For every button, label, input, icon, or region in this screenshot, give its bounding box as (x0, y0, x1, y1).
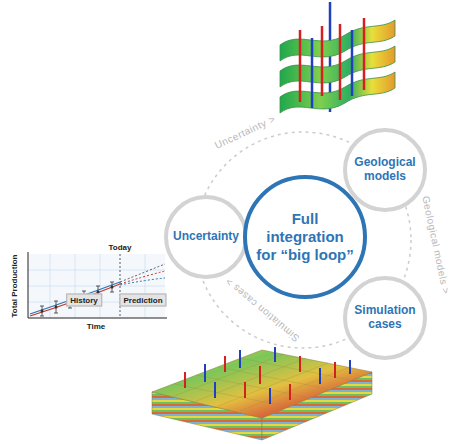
well (321, 26, 324, 96)
chart-label: Prediction (119, 294, 166, 307)
chart-label: Total Production (10, 255, 19, 318)
topic-circle: Uncertainty (164, 195, 248, 279)
chart-label: Today (109, 243, 132, 252)
node-label: Geological models (352, 156, 418, 184)
wells (185, 356, 335, 400)
curve (30, 282, 120, 314)
forecast (120, 264, 165, 282)
wells (205, 347, 350, 404)
well (363, 18, 366, 90)
well (311, 38, 314, 108)
node-label: Uncertainty (173, 230, 239, 244)
grid-lines (174, 354, 350, 411)
reservoir-grid (152, 347, 372, 440)
topic-circle: Simulation cases (343, 276, 427, 360)
data-point (55, 306, 58, 309)
production-chart (28, 252, 167, 318)
today-line (120, 254, 121, 318)
curve (30, 284, 120, 316)
forecast (120, 278, 165, 285)
grid (28, 254, 165, 318)
well (299, 30, 302, 102)
surface (280, 72, 395, 113)
ring-label: Simulation cases > (221, 275, 303, 346)
data-point (41, 310, 44, 313)
geological-surfaces (280, 2, 395, 113)
well (339, 24, 342, 100)
grid-top (152, 350, 372, 418)
chart-label: History (66, 294, 102, 307)
chart-label: Time (87, 322, 106, 331)
plot-area (28, 254, 165, 318)
node-label: Simulation cases (352, 304, 418, 332)
error-bars (40, 282, 114, 316)
ring-label: Geological models > (420, 193, 452, 297)
topic-circle: Geological models (343, 128, 427, 212)
hub-circle: Full integration for “big loop” (243, 175, 367, 299)
axes (28, 252, 167, 318)
well (351, 30, 354, 96)
node-label: Full integration for “big loop” (256, 210, 354, 264)
ring-label: Uncertainty > (211, 112, 279, 151)
data-point (111, 286, 114, 289)
